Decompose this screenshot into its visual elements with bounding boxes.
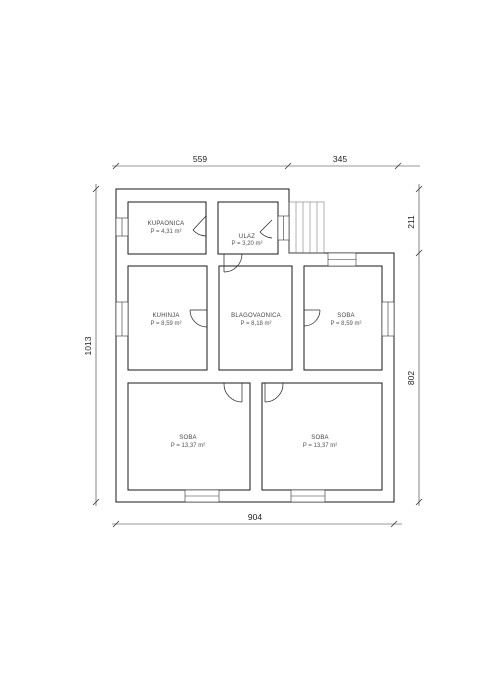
dimension-bottom-label: 904 <box>248 512 262 522</box>
room-soba-right <box>303 265 383 371</box>
room-soba-bottom-right <box>261 382 383 491</box>
room-soba-bottom-left <box>127 382 251 491</box>
dimension-left <box>92 184 100 506</box>
room-area-soba-bottom-right: P = 13,37 m² <box>303 443 337 449</box>
dimension-top <box>112 162 420 170</box>
dimension-right <box>415 184 423 506</box>
dimension-right-top: 211 <box>406 215 416 229</box>
room-label-soba-bottom-left: SOBA <box>179 435 196 441</box>
room-label-kupaonica: KUPAONICA <box>148 221 185 227</box>
room-label-blagovaonica: BLAGOVAONICA <box>231 313 281 319</box>
room-area-soba-bottom-left: P = 13,37 m² <box>171 443 205 449</box>
room-label-ulaz: ULAZ <box>239 234 255 240</box>
dimension-bottom <box>112 520 402 528</box>
dimension-top-left: 559 <box>193 154 207 164</box>
dimension-top-right: 345 <box>333 154 347 164</box>
room-label-soba-bottom-right: SOBA <box>311 435 328 441</box>
room-area-kuhinja: P = 8,59 m² <box>150 321 181 327</box>
room-area-soba-right: P = 8,59 m² <box>330 321 361 327</box>
room-label-soba-right: SOBA <box>337 313 354 319</box>
doors <box>189 215 321 403</box>
room-ulaz <box>217 201 279 255</box>
room-label-kuhinja: KUHINJA <box>152 313 179 319</box>
room-area-kupaonica: P = 4,31 m² <box>150 229 181 235</box>
room-blagovaonica <box>218 265 293 371</box>
windows <box>115 215 395 503</box>
room-kupaonica <box>127 201 207 255</box>
room-area-ulaz: P = 3,20 m² <box>231 241 262 247</box>
dimension-left-label: 1013 <box>83 336 93 355</box>
room-area-blagovaonica: P = 8,18 m² <box>240 321 271 327</box>
entrance-steps <box>288 201 325 254</box>
dimension-right-bottom: 802 <box>406 371 416 385</box>
